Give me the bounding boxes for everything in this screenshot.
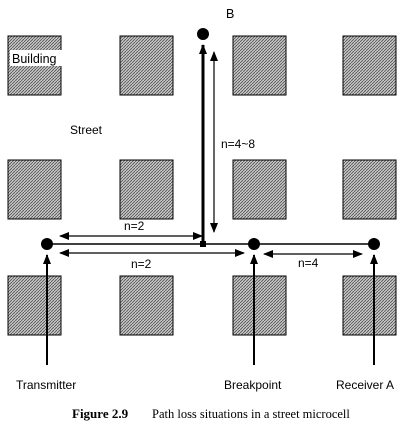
building-block (119, 159, 174, 220)
point-b-dot (197, 28, 209, 40)
street-label: Street (70, 123, 103, 137)
building-block (342, 159, 397, 220)
building-block (119, 35, 174, 96)
point-b-label: B (226, 7, 234, 21)
receiver-a-dot (368, 238, 380, 250)
building-block (119, 275, 174, 336)
building-block (7, 159, 62, 220)
transmitter-dot (41, 238, 53, 250)
building-block (232, 159, 287, 220)
receiver-a-label: Receiver A (336, 378, 394, 392)
n-vertical-label: n=4~8 (221, 137, 255, 151)
n-right-label: n=4 (298, 256, 319, 270)
breakpoint-label: Breakpoint (224, 378, 282, 392)
n-upper-label: n=2 (124, 219, 145, 233)
building-block (342, 35, 397, 96)
building-block (232, 35, 287, 96)
caption-text: Path loss situations in a street microce… (152, 407, 350, 421)
breakpoint-dot (248, 238, 260, 250)
building-block (342, 275, 397, 336)
building-block (7, 275, 62, 336)
building-block (232, 275, 287, 336)
building-label-bg (10, 50, 62, 66)
caption-number: Figure 2.9 (72, 406, 129, 421)
building-label: Building (12, 52, 57, 66)
n-lower-label: n=2 (131, 257, 152, 271)
transmitter-label: Transmitter (16, 378, 76, 392)
corner-marker (200, 241, 206, 247)
